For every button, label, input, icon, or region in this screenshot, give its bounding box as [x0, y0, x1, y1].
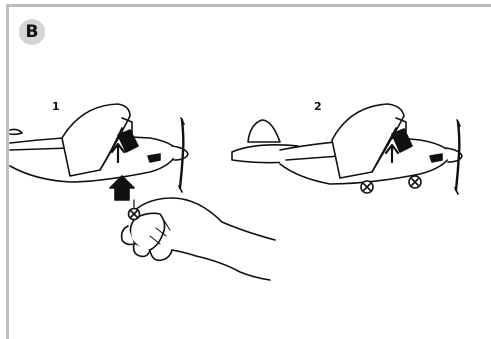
- airplane-icon-1: [10, 104, 188, 192]
- arrow-up-icon: [110, 176, 134, 200]
- airplane-icon-2: [232, 104, 462, 194]
- hand-icon: [122, 198, 275, 280]
